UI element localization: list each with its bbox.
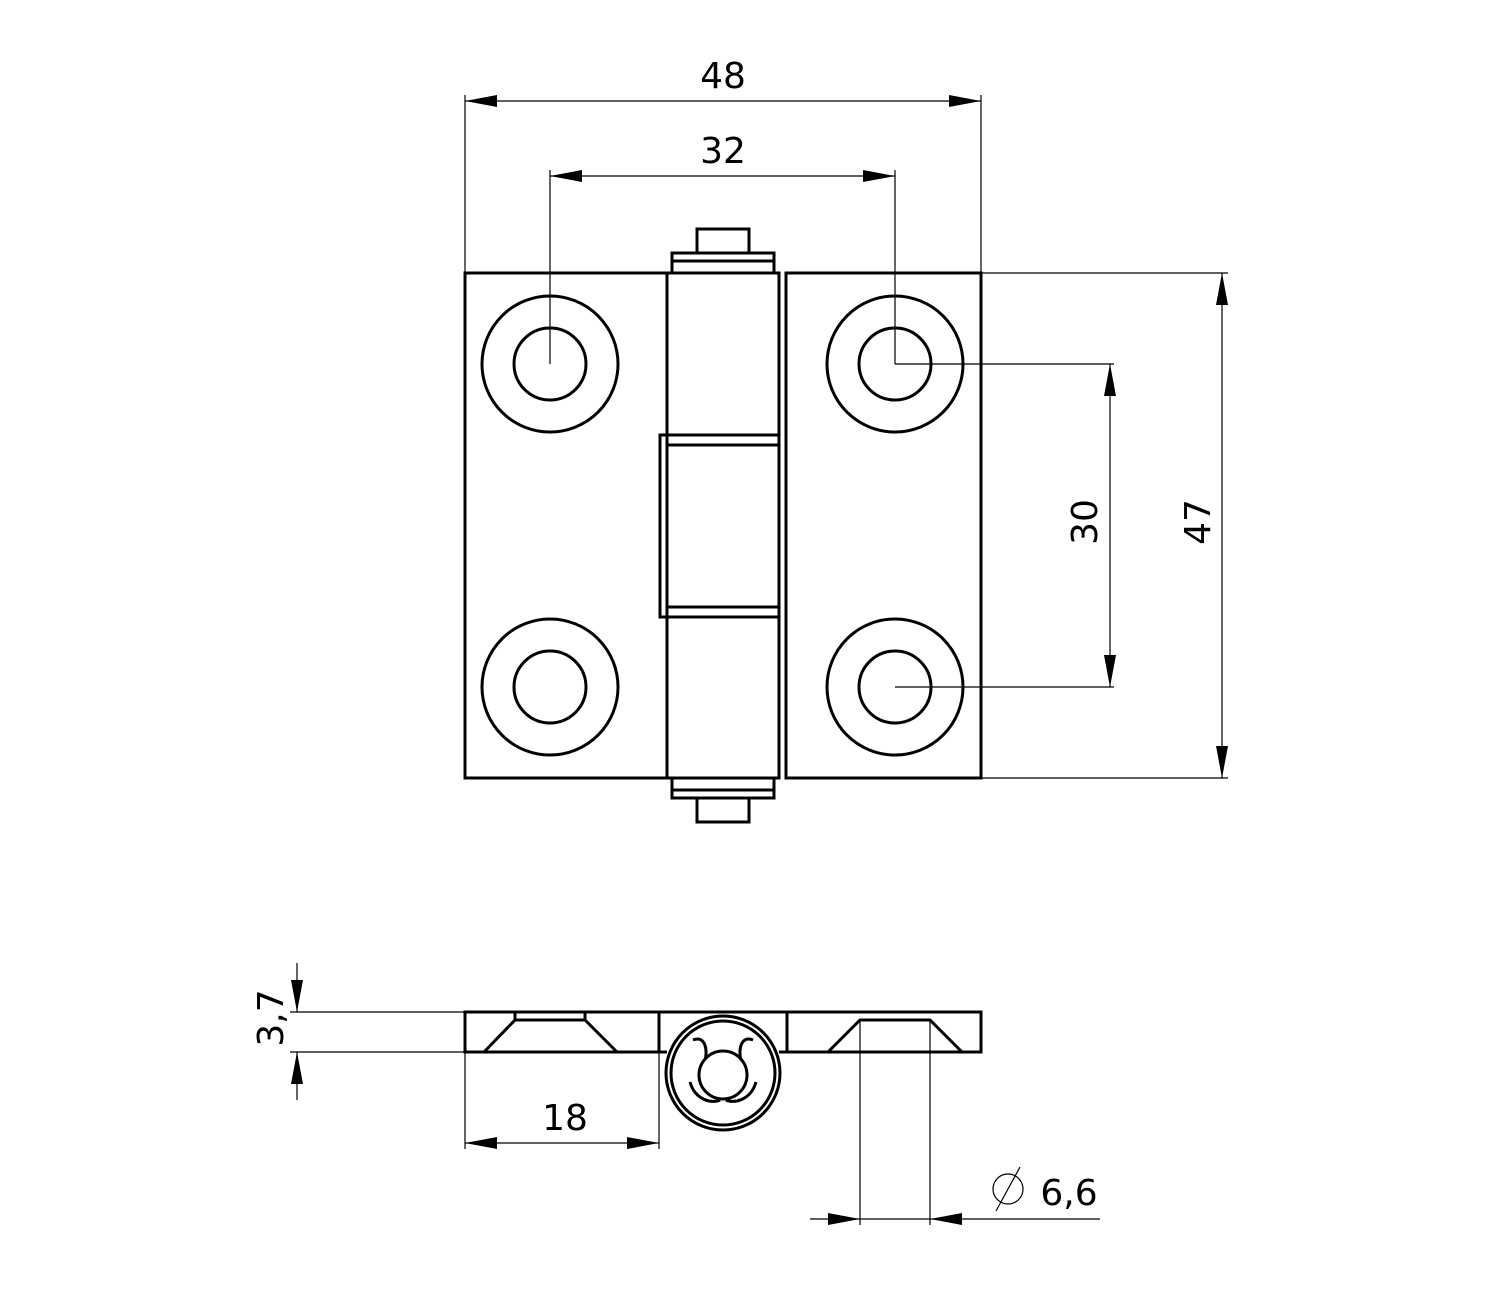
knuckle-middle-inner [665, 443, 781, 609]
pin-top [695, 227, 751, 255]
diameter-icon [992, 1173, 1024, 1205]
dim-48 [464, 95, 982, 273]
right-leaf-side [785, 1010, 983, 1054]
left-leaf [463, 271, 669, 780]
side-view: 3,7 18 6,6 [251, 963, 1100, 1225]
dim-6-6 [810, 1020, 1100, 1225]
knuckle-side [664, 1014, 782, 1132]
dim-48-label: 48 [700, 56, 746, 97]
dim-32-label: 32 [700, 131, 746, 172]
countersink-left [482, 1018, 619, 1054]
countersink-right [826, 1018, 964, 1054]
spring-clip [688, 1037, 758, 1103]
dim-30 [895, 363, 1116, 688]
dim-18 [464, 1052, 660, 1149]
dim-3-7-label: 3,7 [251, 989, 292, 1046]
dim-47-label: 47 [1178, 499, 1219, 545]
knuckle-bottom [665, 615, 781, 780]
right-leaf [784, 271, 983, 780]
pin-cap-top [670, 251, 776, 275]
knuckle-top [665, 271, 781, 437]
dim-3-7 [290, 963, 465, 1100]
dim-30-label: 30 [1065, 499, 1106, 545]
top-view: 48 32 30 47 [463, 56, 1228, 824]
pin-section [697, 1049, 749, 1101]
left-leaf-side [463, 1010, 661, 1054]
dim-18-label: 18 [542, 1098, 588, 1139]
holes [480, 294, 965, 757]
pin-bottom [695, 796, 751, 824]
pin-cap-bottom [670, 776, 776, 800]
dim-47 [981, 272, 1228, 779]
knuckle-middle [658, 433, 781, 619]
dim-6-6-label: 6,6 [1040, 1173, 1097, 1214]
dim-32 [549, 170, 896, 364]
